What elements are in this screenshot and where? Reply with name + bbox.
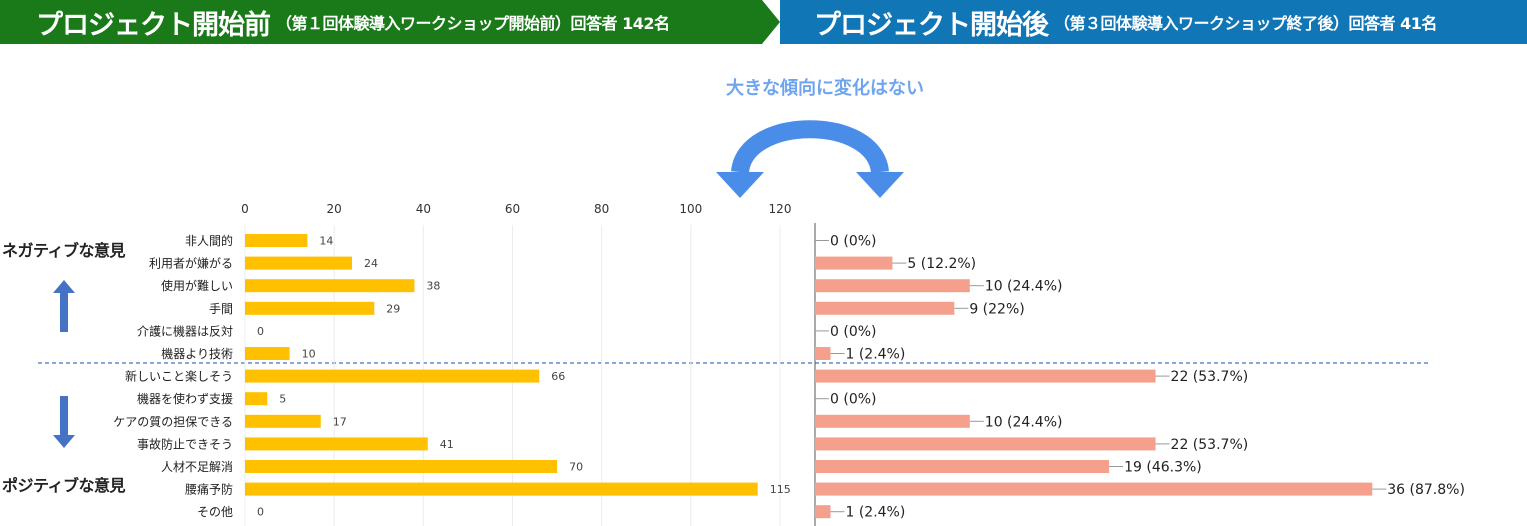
category-label: 新しいこと楽しそう <box>125 369 233 384</box>
data-label: 5 (12.2%) <box>907 256 976 272</box>
category-label: その他 <box>197 505 233 519</box>
category-label: 介護に機器は反対 <box>137 323 233 338</box>
before-banner: プロジェクト開始前 （第１回体験導入ワークショップ開始前）回答者 142名 <box>0 0 790 44</box>
x-tick-label: 20 <box>327 202 342 216</box>
after-chart: 0 (0%) 5 (12.2%) 10 (24.4%) 9 (22%) 0 (0%) 1 … <box>814 223 1465 526</box>
bar <box>815 347 831 360</box>
data-label: 0 (0%) <box>830 392 877 408</box>
category-label: 機器より技術 <box>161 346 233 361</box>
data-label: 1 (2.4%) <box>845 505 905 521</box>
x-tick-label: 0 <box>241 202 249 216</box>
data-label: 0 <box>257 506 264 519</box>
category-label: 腰痛予防 <box>185 482 233 497</box>
x-tick-label: 40 <box>416 202 431 216</box>
bar <box>245 437 428 451</box>
x-tick-label: 80 <box>594 202 609 216</box>
bar <box>245 482 758 496</box>
data-label: 0 (0%) <box>830 234 877 250</box>
after-title: プロジェクト開始後 <box>814 9 1049 41</box>
data-label: 5 <box>279 393 286 406</box>
bar <box>815 256 893 270</box>
bar <box>245 301 375 315</box>
data-label: 70 <box>569 461 583 474</box>
category-label: 手間 <box>209 302 233 316</box>
data-label: 10 (24.4%) <box>985 279 1063 295</box>
data-label: 17 <box>333 415 347 428</box>
trend-annotation: 大きな傾向に変化はない <box>726 78 924 99</box>
data-label: 29 <box>386 302 400 315</box>
bar <box>245 369 540 383</box>
after-subtitle: （第３回体験導入ワークショップ終了後）回答者 41名 <box>1054 14 1437 33</box>
bar <box>245 460 558 473</box>
bar <box>815 482 1373 496</box>
category-label: 非人間的 <box>185 233 233 248</box>
x-tick-label: 120 <box>769 202 792 216</box>
data-label: 10 <box>302 348 316 361</box>
bar <box>815 505 831 519</box>
x-tick-label: 100 <box>679 202 702 216</box>
category-label: 機器を使わず支援 <box>137 391 233 406</box>
category-label: ケアの質の担保できる <box>113 414 233 429</box>
data-label: 9 (22%) <box>969 301 1024 317</box>
data-label: 0 (0%) <box>830 324 877 340</box>
bar <box>245 414 321 428</box>
data-label: 22 (53.7%) <box>1171 369 1249 385</box>
up-arrow-icon <box>53 280 75 332</box>
bar <box>245 234 308 247</box>
category-label: 人材不足解消 <box>161 460 233 474</box>
bar <box>815 414 970 428</box>
category-label: 使用が難しい <box>161 278 233 293</box>
data-label: 0 <box>257 325 264 338</box>
data-label: 1 (2.4%) <box>845 347 905 363</box>
bar <box>815 369 1156 383</box>
bar <box>815 279 970 293</box>
bar <box>815 460 1110 473</box>
category-label: 事故防止できそう <box>137 436 233 451</box>
down-arrow-icon <box>53 396 75 448</box>
after-banner: プロジェクト開始後 （第３回体験導入ワークショップ終了後）回答者 41名 <box>780 0 1527 44</box>
data-label: 19 (46.3%) <box>1124 460 1202 476</box>
bar <box>815 437 1156 451</box>
before-title: プロジェクト開始前 <box>36 9 271 41</box>
before-subtitle: （第１回体験導入ワークショップ開始前）回答者 142名 <box>276 14 670 33</box>
data-label: 14 <box>319 235 333 248</box>
bar <box>245 392 268 406</box>
category-label: 利用者が嫌がる <box>149 256 233 271</box>
data-label: 24 <box>364 257 378 270</box>
data-label: 36 (87.8%) <box>1387 482 1465 498</box>
bar <box>245 347 290 360</box>
negative-group-label: ネガティブな意見 <box>2 241 126 260</box>
data-label: 115 <box>770 483 791 496</box>
x-tick-label: 60 <box>505 202 520 216</box>
curved-arrow-icon <box>716 120 904 198</box>
bar <box>245 256 352 270</box>
data-label: 22 (53.7%) <box>1171 437 1249 453</box>
data-label: 41 <box>440 438 454 451</box>
bar <box>815 301 955 315</box>
bar <box>245 279 415 293</box>
positive-group-label: ポジティブな意見 <box>2 476 126 495</box>
data-label: 66 <box>551 370 565 383</box>
data-label: 38 <box>426 280 440 293</box>
data-label: 10 (24.4%) <box>985 414 1063 430</box>
